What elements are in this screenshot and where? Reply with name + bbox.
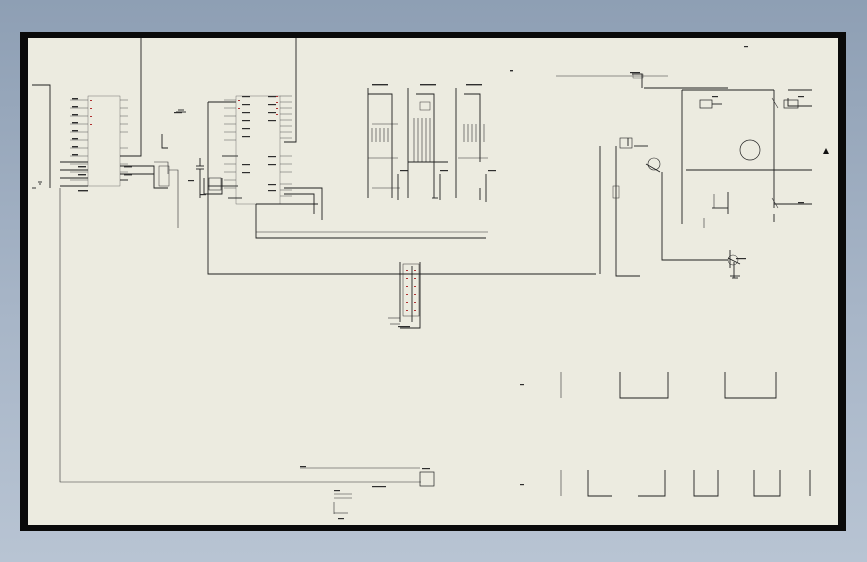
header-connector: [208, 231, 550, 329]
right-power-section: [556, 73, 812, 279]
connector-block-1: [367, 88, 400, 200]
schematic-drawing: [32, 38, 829, 520]
annotation-labels: [72, 46, 804, 520]
connector-block-2: [407, 88, 448, 200]
oscillator-block: [154, 109, 238, 228]
schematic-sheet[interactable]: [28, 38, 838, 525]
connector-block-3: [455, 88, 488, 202]
waveform-section: [560, 372, 811, 497]
cad-viewport[interactable]: [20, 32, 846, 531]
mcu-left-block: [32, 38, 421, 483]
main-ic: [207, 38, 596, 275]
bottom-connector: [300, 467, 435, 514]
triangle-marker-icon: [823, 148, 829, 154]
